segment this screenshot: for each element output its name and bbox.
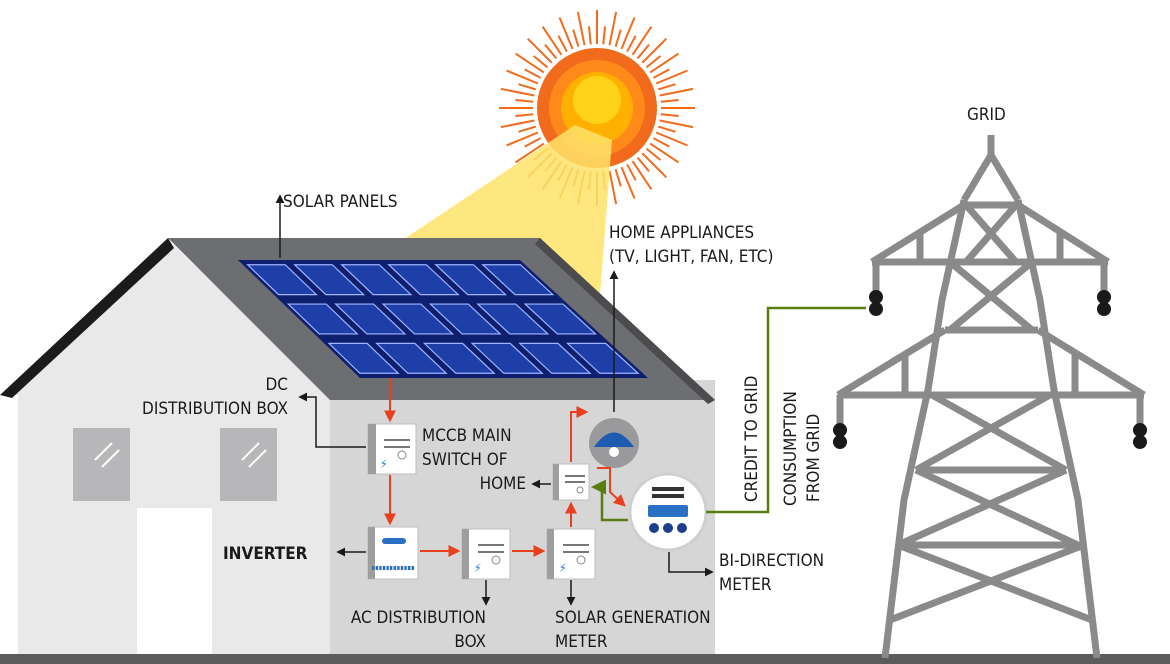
label-inverter: INVERTER [223, 544, 308, 564]
power-flow-lines [384, 378, 626, 557]
label-bi-direction-meter: METER [719, 575, 772, 595]
solar-generation-meter-box: ⚡ [546, 528, 596, 580]
svg-text:⚡: ⚡ [559, 561, 567, 575]
bi-direction-meter-icon [628, 472, 708, 552]
window [220, 428, 277, 501]
door [137, 508, 212, 654]
window [73, 428, 130, 501]
label-credit-to-grid: CREDIT TO GRID [742, 376, 762, 502]
label-mccb-1: MCCB MAIN [422, 426, 512, 446]
svg-text:⚡: ⚡ [474, 561, 482, 575]
home-distribution-box [552, 463, 590, 501]
solar-panels [238, 260, 648, 378]
mccb-main-switch-box: ⚡ [367, 423, 417, 475]
svg-text:⚡: ⚡ [380, 457, 388, 471]
ac-distribution-box: ⚡ [461, 528, 511, 580]
insulators [833, 290, 1147, 449]
label-consumption: CONSUMPTION [781, 391, 801, 506]
label-leaders [275, 194, 714, 606]
label-solar-generation: SOLAR GENERATION [555, 608, 711, 628]
transmission-tower [836, 135, 1146, 659]
label-solar-panels: SOLAR PANELS [283, 192, 398, 212]
label-dc: DC [266, 375, 288, 395]
inverter-box [367, 526, 419, 580]
label-mccb-2: SWITCH OF [422, 450, 508, 470]
ground [0, 654, 1170, 664]
bulb-icon [589, 418, 639, 468]
label-mccb-3: HOME [480, 474, 526, 494]
label-solar-generation-meter: METER [555, 632, 608, 652]
label-home-appliances: HOME APPLIANCES [609, 223, 754, 243]
label-dc-distribution-box: DISTRIBUTION BOX [142, 399, 288, 419]
label-from-grid: FROM GRID [804, 414, 824, 502]
label-ac-box: BOX [454, 632, 486, 652]
grid-flow-lines [591, 306, 866, 522]
label-bi-direction: BI-DIRECTION [719, 551, 824, 571]
label-ac-distribution: AC DISTRIBUTION [351, 608, 486, 628]
label-home-appliances-detail: (TV, LIGHT, FAN, ETC) [609, 247, 773, 267]
label-grid: GRID [967, 105, 1006, 125]
